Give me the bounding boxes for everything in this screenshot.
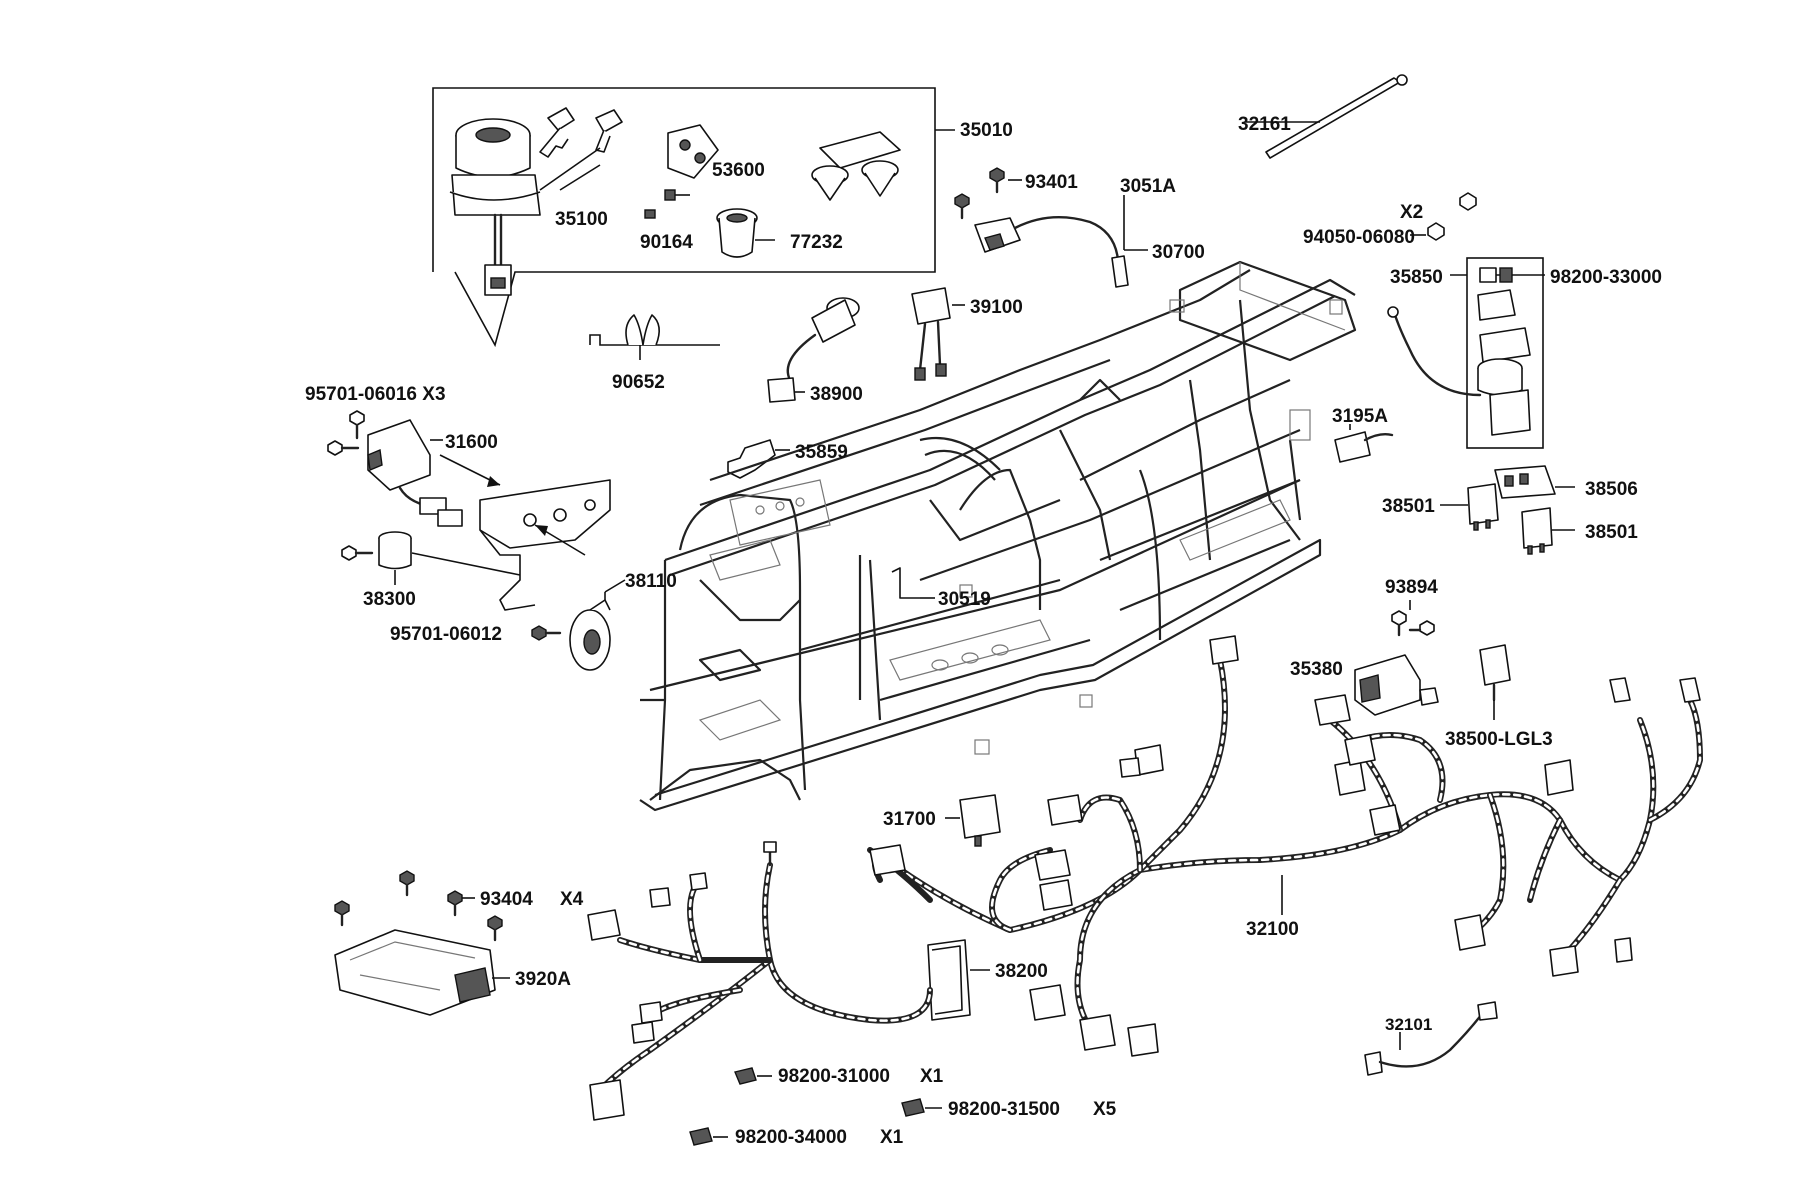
label-38501-b: 38501 (1585, 522, 1638, 543)
label-x4: X4 (560, 889, 584, 910)
label-98200-33000: 98200-33000 (1550, 267, 1662, 288)
label-32161: 32161 (1238, 114, 1291, 135)
label-95701-06012: 95701-06012 (390, 624, 502, 645)
label-35100: 35100 (555, 209, 608, 230)
sensor-lead-icon (974, 195, 1148, 288)
bolt-icon (334, 870, 503, 942)
label-38110: 38110 (625, 571, 677, 592)
label-90652: 90652 (612, 372, 665, 393)
label-95701-06016: 95701-06016 X3 (305, 384, 446, 405)
label-98200-31000: 98200-31000 (778, 1066, 890, 1087)
label-35859: 35859 (795, 442, 848, 463)
bolt-icon (531, 625, 562, 641)
relay-icon (1479, 644, 1511, 720)
label-39100: 39100 (970, 297, 1023, 318)
sensor-lead-icon (1364, 1001, 1498, 1076)
label-3051A: 3051A (1120, 176, 1176, 197)
key-icon (539, 107, 623, 191)
label-98200-34000: 98200-34000 (735, 1127, 847, 1148)
vehicle-frame-icon (639, 260, 1357, 812)
bolt-icon (644, 189, 690, 219)
label-31700: 31700 (883, 809, 936, 830)
label-38501-a: 38501 (1382, 496, 1435, 517)
regulator-icon (367, 419, 501, 527)
wiring-harness-icon (587, 841, 933, 1121)
connector-lead-icon (767, 297, 860, 403)
label-93404: 93404 (480, 889, 533, 910)
label-38506: 38506 (1585, 479, 1638, 500)
fuse-icon (1494, 465, 1575, 499)
label-38500-lgl3: 38500-LGL3 (1445, 729, 1553, 750)
label-31600: 31600 (445, 432, 498, 453)
label-35010: 35010 (960, 120, 1013, 141)
label-32101: 32101 (1385, 1015, 1432, 1034)
wiring-harness-icon (872, 635, 1703, 1057)
label-32100: 32100 (1246, 919, 1299, 940)
label-93894: 93894 (1385, 577, 1438, 598)
relay-icon (911, 287, 965, 381)
horn-icon (534, 524, 626, 671)
starter-relay-callout (1387, 257, 1545, 449)
label-38900: 38900 (810, 384, 863, 405)
bolt-icon (954, 167, 1022, 220)
label-x1-b: X1 (880, 1127, 904, 1148)
label-77232: 77232 (790, 232, 843, 253)
bracket-icon (891, 567, 935, 599)
ecu-module-icon (1354, 654, 1439, 716)
label-98200-31500: 98200-31500 (948, 1099, 1060, 1120)
relay-icon (341, 531, 521, 585)
relay-icon (945, 794, 1001, 847)
ignition-kit-callout (432, 87, 955, 348)
label-53600: 53600 (712, 160, 765, 181)
fuse-icon (1499, 267, 1513, 283)
label-x2: X2 (1400, 202, 1423, 223)
wiring-harness-icon (867, 844, 933, 903)
bolt-icon (327, 410, 365, 456)
cover-plate-icon (667, 124, 719, 179)
label-38200: 38200 (995, 961, 1048, 982)
label-35380: 35380 (1290, 659, 1343, 680)
label-93401: 93401 (1025, 172, 1078, 193)
cable-tie-icon (1245, 74, 1408, 159)
label-x1-a: X1 (920, 1066, 944, 1087)
label-35850: 35850 (1390, 267, 1443, 288)
relay-icon (1440, 483, 1575, 555)
label-30700: 30700 (1152, 242, 1205, 263)
bracket-icon (727, 439, 790, 479)
ecu-module-icon (334, 929, 510, 1016)
label-3920A: 3920A (515, 969, 571, 990)
fuse-icon (689, 1067, 942, 1146)
label-3195A: 3195A (1332, 406, 1388, 427)
fuse-box-icon (927, 939, 990, 1021)
label-30519: 30519 (938, 589, 991, 610)
sensor-icon (1334, 424, 1394, 463)
nut-icon (1410, 192, 1477, 241)
bolt-icon (1391, 600, 1435, 637)
mounting-bracket-icon (479, 479, 611, 611)
ignition-switch-icon (449, 118, 541, 296)
grommet-icon (716, 208, 775, 258)
label-90164: 90164 (640, 232, 693, 253)
label-x5: X5 (1093, 1099, 1117, 1120)
wire-clip-icon (589, 314, 720, 360)
label-94050-06080: 94050-06080 (1303, 227, 1415, 248)
label-38300: 38300 (363, 589, 416, 610)
key-tag-icon (811, 131, 901, 201)
